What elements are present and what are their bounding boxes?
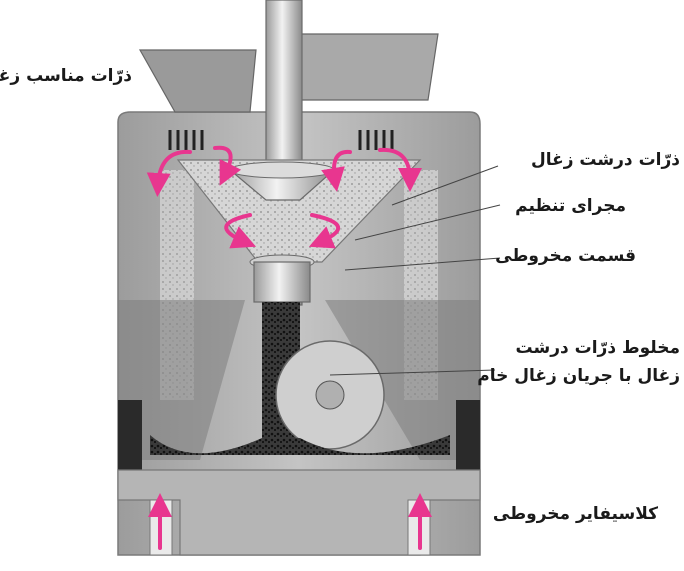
left-hopper <box>140 50 256 112</box>
label-cone-classifier: کلاسیفایر مخروطی <box>496 504 658 524</box>
duct-ring <box>230 162 334 178</box>
right-hopper <box>286 34 438 100</box>
right-base-triangle <box>456 400 480 470</box>
rotor-hub <box>316 381 344 409</box>
label-adjustment-duct: مجرای تنظیم <box>500 196 626 216</box>
label-mixture-line1: مخلوط ذرّات درشت <box>496 338 680 358</box>
left-base-triangle <box>118 400 142 470</box>
label-conical-section: قسمت مخروطی <box>500 246 636 266</box>
pipe-outlet <box>254 262 310 302</box>
label-mixture-line2: زغال با جریان زغال خام <box>496 366 680 386</box>
label-coarse-particles: ذرّات درشت زغال <box>500 150 680 170</box>
label-suitable-particles: ذرّات مناسب زغال <box>4 66 132 86</box>
